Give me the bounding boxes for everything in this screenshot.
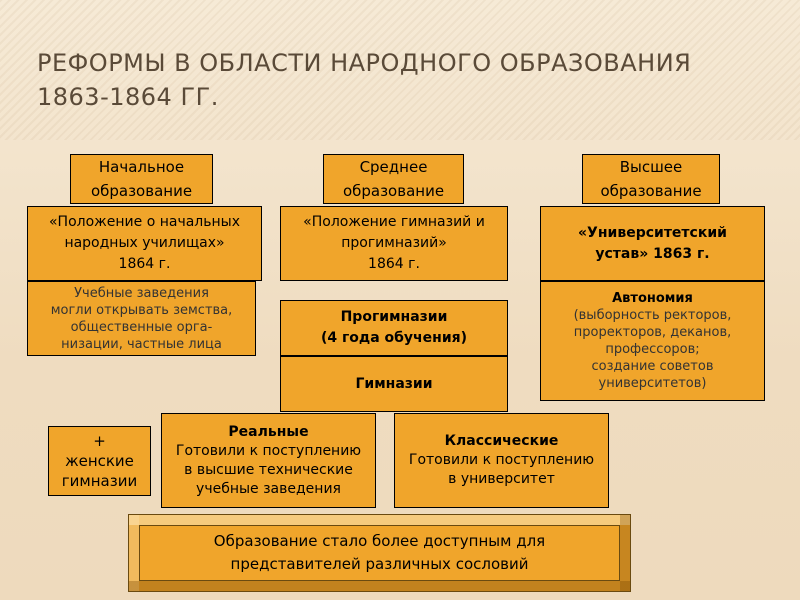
gymnasium-box: Гимназии bbox=[280, 356, 508, 412]
secondary-education-header: Среднее образование bbox=[323, 154, 464, 204]
conclusion-line-1: Образование стало более доступным для bbox=[213, 532, 546, 550]
real-schools-box: Реальные Готовили к поступлению в высшие… bbox=[161, 413, 376, 508]
women-line-2: гимназии bbox=[61, 472, 138, 490]
primary-details-line-1: Учебные заведения bbox=[74, 285, 209, 301]
higher-regulation-line-2: устав» 1863 г. bbox=[595, 245, 710, 262]
conclusion-line-2: представителей различных сословий bbox=[230, 555, 529, 573]
primary-header-line-2: образование bbox=[90, 182, 193, 200]
conclusion-box: Образование стало более доступным для пр… bbox=[128, 514, 631, 592]
classical-schools-box: Классические Готовили к поступлению в ун… bbox=[394, 413, 609, 508]
autonomy-line-1: (выборность ректоров, bbox=[573, 308, 732, 323]
women-plus: + bbox=[93, 432, 106, 450]
higher-regulation-line-1: «Университетский bbox=[578, 224, 727, 241]
primary-details-line-4: низации, частные лица bbox=[61, 336, 222, 352]
primary-details: Учебные заведения могли открывать земств… bbox=[27, 281, 256, 356]
conclusion-text: Образование стало более доступным для пр… bbox=[139, 525, 620, 581]
classical-schools-line-2: в университет bbox=[448, 471, 555, 487]
autonomy-line-2: проректоров, деканов, bbox=[573, 325, 732, 340]
primary-regulation-line-1: «Положение о начальных bbox=[48, 214, 240, 230]
primary-regulation: «Положение о начальных народных училищах… bbox=[27, 206, 262, 281]
primary-regulation-line-3: 1864 г. bbox=[118, 256, 171, 272]
secondary-header-line-1: Среднее bbox=[359, 158, 428, 176]
primary-details-line-2: могли открывать земства, bbox=[50, 302, 233, 318]
primary-education-header: Начальное образование bbox=[70, 154, 213, 204]
slide-title: Реформы в области народного образования … bbox=[37, 46, 777, 114]
autonomy-box: Автономия (выборность ректоров, проректо… bbox=[540, 281, 765, 401]
real-schools-line-1: Готовили к поступлению bbox=[175, 442, 362, 459]
primary-details-line-3: общественные орга- bbox=[70, 319, 213, 335]
autonomy-line-5: университетов) bbox=[598, 376, 707, 391]
primary-regulation-line-2: народных училищах» bbox=[64, 235, 225, 251]
secondary-regulation-line-1: «Положение гимназий и bbox=[303, 214, 485, 230]
progymnasium-box: Прогимназии (4 года обучения) bbox=[280, 300, 508, 356]
header-background bbox=[0, 0, 800, 140]
autonomy-title: Автономия bbox=[612, 291, 693, 306]
title-line-1: Реформы в области народного образования bbox=[37, 49, 692, 77]
higher-education-header: Высшее образование bbox=[582, 154, 720, 204]
women-gymnasium-box: + женские гимназии bbox=[48, 426, 151, 496]
autonomy-line-4: создание советов bbox=[591, 359, 714, 374]
higher-header-line-1: Высшее bbox=[619, 158, 683, 176]
higher-header-line-2: образование bbox=[600, 182, 702, 200]
progymnasium-duration: (4 года обучения) bbox=[320, 330, 468, 346]
women-line-1: женские bbox=[65, 452, 134, 470]
secondary-regulation: «Положение гимназий и прогимназий» 1864 … bbox=[280, 206, 508, 281]
real-schools-line-3: учебные заведения bbox=[196, 480, 341, 497]
real-schools-title: Реальные bbox=[228, 423, 309, 440]
secondary-regulation-line-2: прогимназий» bbox=[341, 235, 447, 251]
primary-header-line-1: Начальное bbox=[98, 158, 185, 176]
higher-regulation: «Университетский устав» 1863 г. bbox=[540, 206, 765, 281]
autonomy-line-3: профессоров; bbox=[605, 342, 700, 357]
real-schools-line-2: в высшие технические bbox=[184, 461, 353, 478]
classical-schools-line-1: Готовили к поступлению bbox=[408, 452, 595, 468]
title-line-2: 1863-1864 гг. bbox=[37, 83, 219, 111]
secondary-regulation-line-3: 1864 г. bbox=[368, 256, 420, 272]
progymnasium-title: Прогимназии bbox=[340, 309, 448, 325]
gymnasium-title: Гимназии bbox=[355, 375, 433, 392]
secondary-header-line-2: образование bbox=[342, 182, 445, 200]
classical-schools-title: Классические bbox=[444, 433, 559, 449]
